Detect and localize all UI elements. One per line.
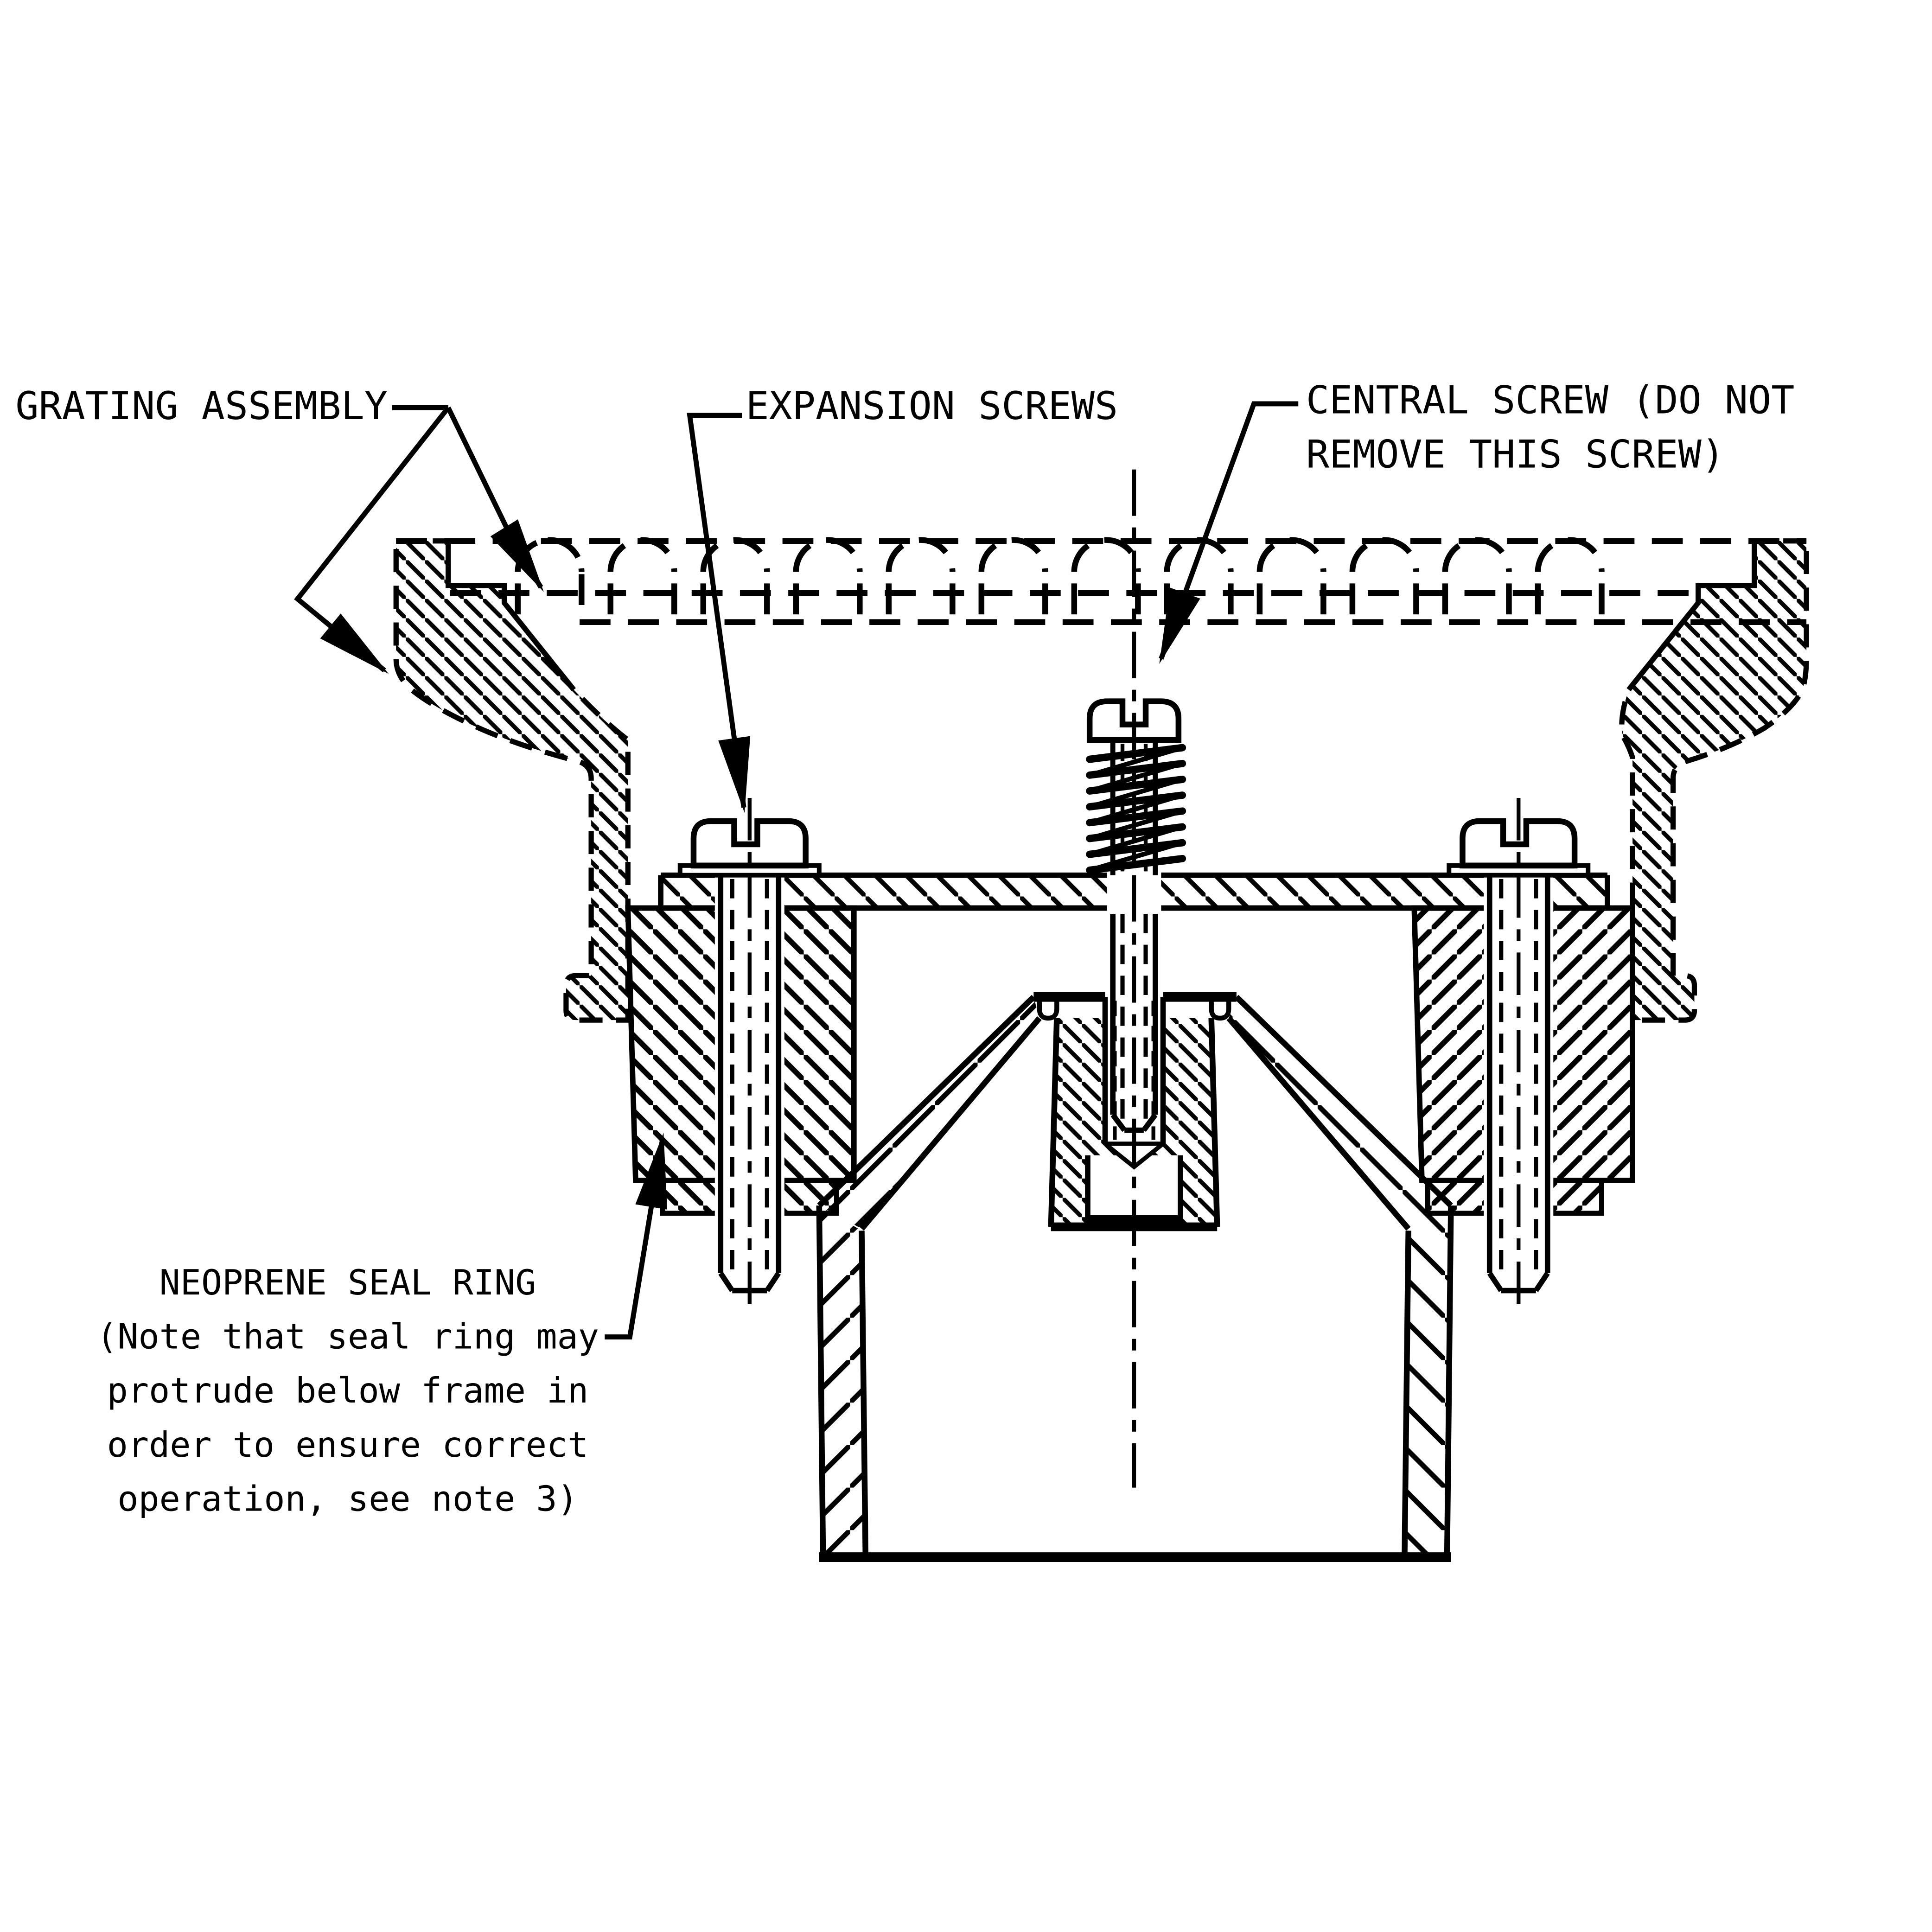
label-seal-line3: protrude below frame in — [107, 1370, 589, 1411]
label-expansion-screws: EXPANSION SCREWS — [746, 383, 1118, 428]
label-seal-line4: order to ensure correct — [107, 1424, 589, 1465]
leader-central — [1159, 401, 1299, 664]
grating-arches — [515, 537, 1605, 615]
screw-hole-drill-point — [1103, 1142, 1165, 1170]
thread-minor-lines — [730, 879, 769, 1277]
boss-notch-left — [1037, 997, 1059, 1021]
pan-head — [1086, 698, 1182, 743]
label-seal-line1: NEOPRENE SEAL RING — [159, 1262, 536, 1303]
thread-minor-lines — [1499, 879, 1538, 1277]
label-seal-line5: operation, see note 3) — [117, 1479, 578, 1519]
label-central-screw-line1: CENTRAL SCREW (DO NOT — [1306, 378, 1795, 423]
leader-seal — [605, 1132, 668, 1339]
center-boss — [1033, 992, 1237, 1231]
frame-section-right — [1619, 538, 1809, 1023]
leader-expansion — [687, 413, 751, 813]
label-central-screw-line2: REMOVE THIS SCREW) — [1306, 432, 1725, 477]
leader-grating-frame — [294, 406, 450, 674]
pan-head — [690, 818, 809, 869]
label-seal-line2: (Note that seal ring may — [96, 1316, 599, 1357]
expansion-screw-left — [677, 797, 822, 1314]
label-grating-assembly: GRATING ASSEMBLY — [15, 383, 388, 428]
leader-lines — [294, 401, 1299, 1339]
expansion-screw-right — [1447, 797, 1591, 1314]
annotations: GRATING ASSEMBLY EXPANSION SCREWS CENTRA… — [15, 378, 1794, 1519]
screw-hole-wall — [1102, 997, 1166, 1144]
frame-section-left — [393, 538, 631, 1023]
central-screw — [1086, 469, 1186, 1488]
pan-head — [1460, 818, 1578, 869]
grating-dashed-outline — [396, 537, 1807, 625]
boss-notch-right — [1209, 997, 1231, 1021]
leader-grating-band — [446, 406, 544, 592]
drain-bell — [816, 995, 1454, 1562]
